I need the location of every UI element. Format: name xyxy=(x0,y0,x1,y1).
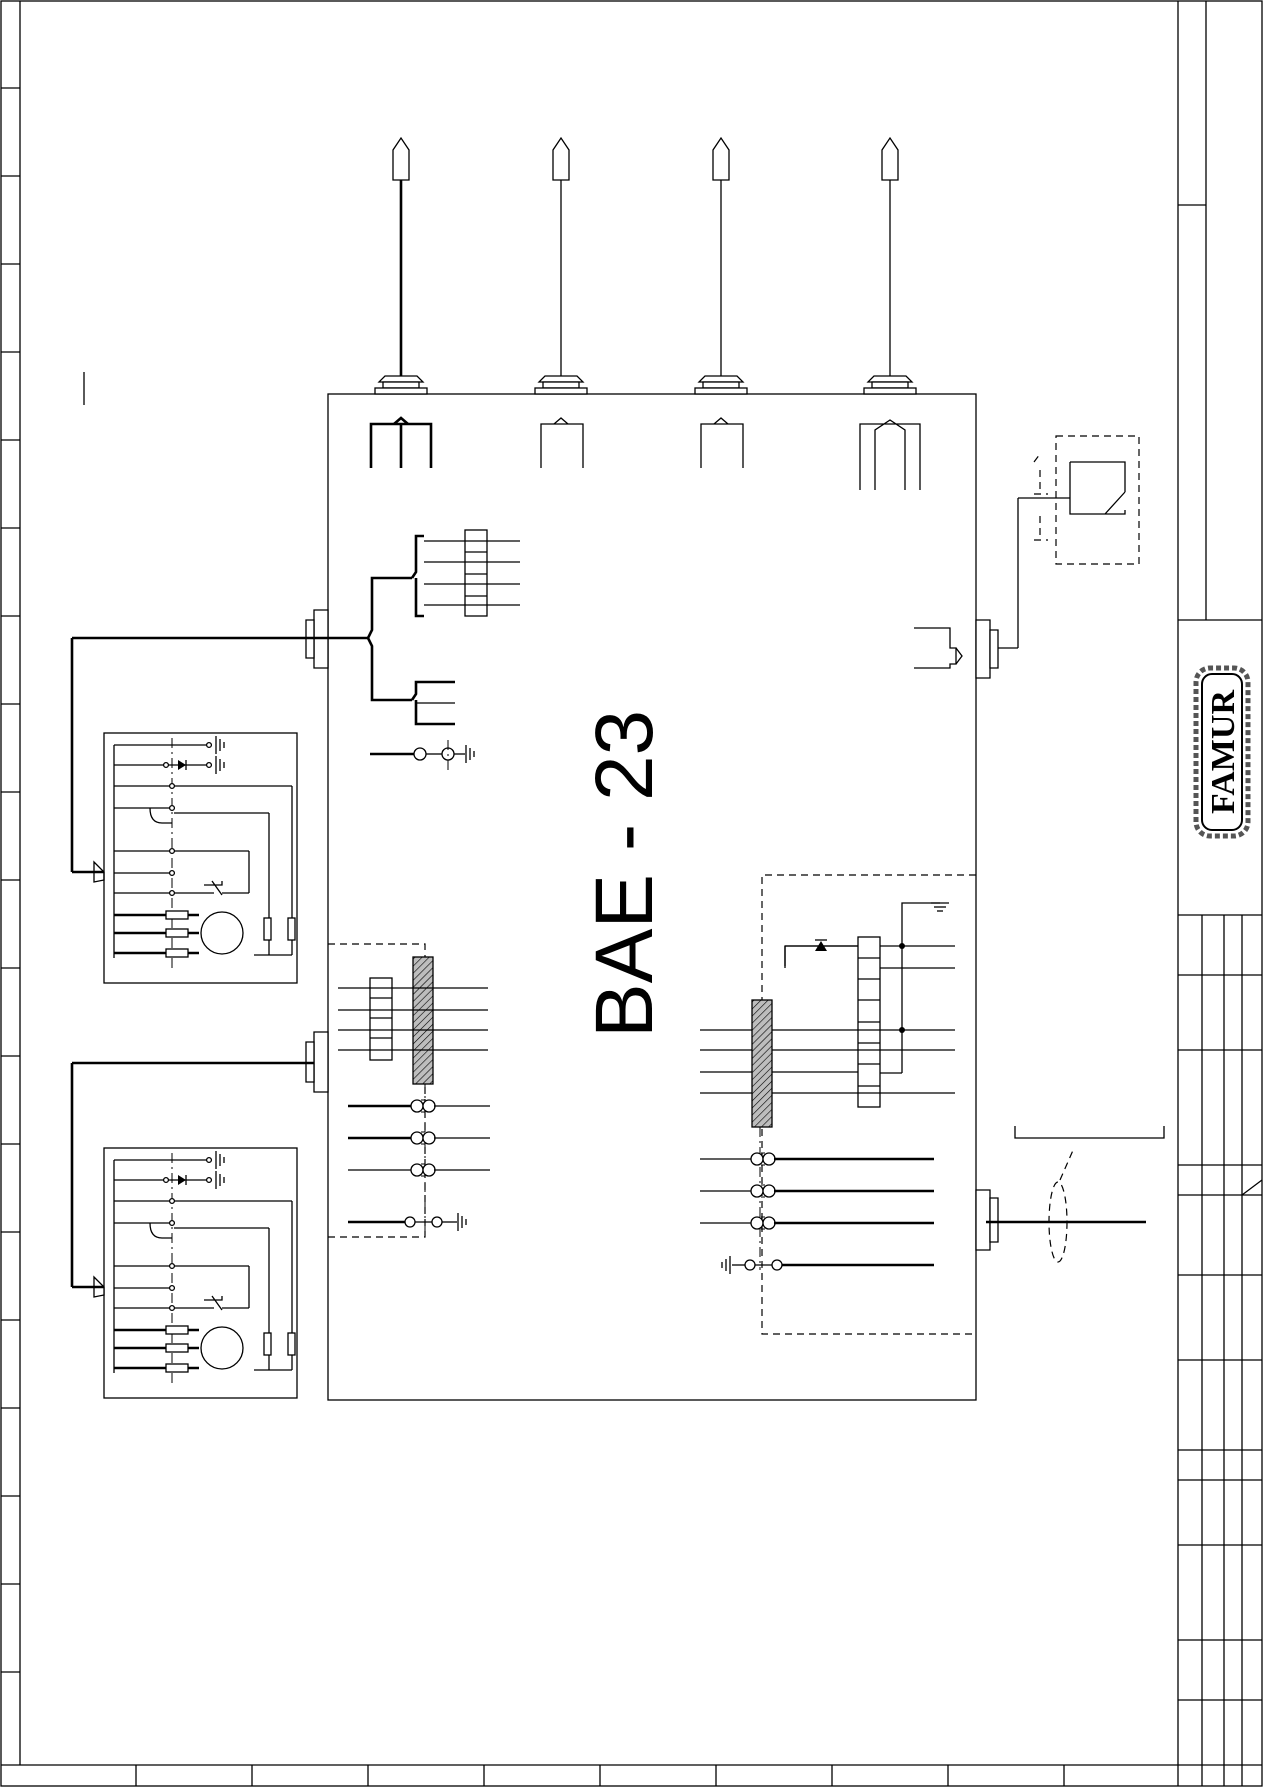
ground-icon xyxy=(465,744,475,764)
right-dashed-subunit xyxy=(700,874,976,1335)
fuse-icon xyxy=(410,1131,436,1145)
connector-icon xyxy=(863,375,917,395)
hatched-block-left xyxy=(412,956,434,1085)
title-block xyxy=(1178,1,1263,1786)
switch-icon xyxy=(1069,461,1126,515)
antenna-icon xyxy=(712,137,730,181)
fuse-icon xyxy=(410,1099,436,1113)
connector-icon xyxy=(694,375,748,395)
antenna-4 xyxy=(859,137,921,490)
left-dashed-subunit xyxy=(328,943,490,1238)
logo-text: FAMUR xyxy=(1205,690,1242,814)
ground-link-upper xyxy=(370,740,475,770)
antenna-icon xyxy=(552,137,570,181)
fuse-icon xyxy=(750,1152,776,1166)
antenna-1 xyxy=(369,137,433,468)
drawing-title: BAE - 23 xyxy=(579,710,670,1038)
terminal-strip-upper xyxy=(424,529,520,617)
antenna-group xyxy=(369,137,921,490)
ground-icon xyxy=(721,1255,731,1275)
connector-icon xyxy=(374,375,428,395)
diode-icon xyxy=(815,941,827,951)
right-lower-connector xyxy=(975,1126,1165,1263)
famur-logo: FAMUR xyxy=(1193,665,1251,839)
motor-icon xyxy=(104,733,297,983)
motor-module-upper xyxy=(104,733,297,983)
antenna-3 xyxy=(694,137,748,468)
left-lower-connector xyxy=(70,1031,329,1298)
fuse-icon xyxy=(410,1163,436,1177)
ground-icon xyxy=(930,902,950,912)
hatched-block-right xyxy=(751,999,773,1128)
connector-icon xyxy=(534,375,588,395)
antenna-icon xyxy=(392,137,410,181)
ground-icon xyxy=(457,1212,467,1232)
right-upper-connector xyxy=(914,497,1070,679)
antenna-icon xyxy=(881,137,899,181)
fuse-icon xyxy=(750,1216,776,1230)
motor-module-lower xyxy=(104,1148,297,1398)
fuse-icon xyxy=(750,1184,776,1198)
switch-unit xyxy=(1033,435,1140,565)
antenna-2 xyxy=(534,137,588,468)
motor-icon xyxy=(104,1148,297,1398)
left-upper-connector xyxy=(70,534,455,883)
main-unit-box xyxy=(327,393,977,1401)
